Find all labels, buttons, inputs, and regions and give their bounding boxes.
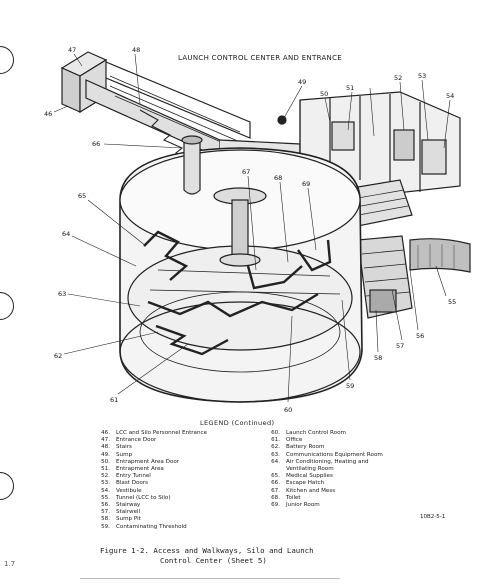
legend-item: 63.Communications Equipment Room: [271, 451, 383, 458]
legend-item: 66.Escape Hatch: [271, 480, 325, 487]
callout-69: 69: [302, 180, 310, 188]
callout-56: 56: [416, 332, 424, 340]
callout-54: 54: [446, 92, 454, 100]
binder-hole: [0, 472, 14, 500]
callout-49: 49: [298, 78, 306, 86]
page-edge-mark: [80, 578, 340, 579]
legend-item: 68.Toilet: [271, 494, 301, 501]
caption-line-2: Control Center (Sheet 5): [160, 556, 267, 565]
lcc-cutaway-diagram: 47 48 46 49 50 51 52 53 54 66 67 68 69 6…: [44, 46, 471, 414]
legend-item: 52.Entry Tunnel: [101, 473, 151, 480]
callout-67: 67: [242, 168, 250, 176]
callout-63: 63: [58, 290, 66, 298]
legend-item: 64.Air Conditioning, Heating and: [271, 458, 369, 465]
diagram-title: LAUNCH CONTROL CENTER AND ENTRANCE: [177, 54, 343, 62]
callout-60: 60: [284, 406, 292, 414]
legend-item: 55.Tunnel (LCC to Silo): [101, 494, 171, 501]
legend-item: 67.Kitchen and Mess: [271, 487, 336, 494]
binder-hole: [0, 46, 14, 74]
legend-item: 60.Launch Control Room: [271, 430, 346, 436]
legend-item: 58.Sump Pit: [101, 516, 141, 523]
sheet-code: 10B2-5-1: [420, 514, 446, 520]
legend-item: Ventilating Room: [286, 466, 334, 473]
legend-title: LEGEND (Continued): [200, 419, 275, 427]
launch-control-center-capsule: [119, 135, 363, 403]
callout-47: 47: [68, 46, 76, 54]
callout-59: 59: [346, 382, 354, 390]
legend-item: 53.Blast Doors: [101, 480, 149, 487]
caption-line-1: Figure 1-2. Access and Walkways, Silo an…: [100, 546, 314, 555]
callout-62: 62: [54, 352, 62, 360]
legend-item: 51.Entrapment Area: [101, 466, 164, 473]
lcc-silo-tunnel: [357, 235, 471, 319]
callout-55: 55: [448, 298, 456, 306]
legend-item: 56.Stairway: [101, 502, 141, 509]
legend-left-column: 46.LCC and Silo Personnel Entrance 47.En…: [92, 430, 207, 531]
legend-item: 54.Vestibule: [101, 487, 142, 494]
callout-57: 57: [396, 342, 404, 350]
callout-58: 58: [374, 354, 382, 362]
legend-item: 48.Stairs: [101, 444, 132, 451]
corner-mark: 1.7: [4, 560, 16, 568]
callout-66: 66: [92, 140, 100, 148]
legend-item: 65.Medical Supplies: [271, 473, 333, 480]
binder-hole: [0, 292, 14, 320]
figure-caption: Figure 1-2. Access and Walkways, Silo an…: [100, 546, 314, 566]
callout-48: 48: [132, 46, 140, 54]
callout-50: 50: [320, 90, 328, 98]
callout-53: 53: [418, 72, 426, 80]
callout-52: 52: [394, 74, 402, 82]
legend-item: 47.Entrance Door: [101, 437, 157, 444]
callout-65: 65: [78, 192, 86, 200]
callout-61: 61: [110, 396, 118, 404]
legend-item: 61.Office: [271, 437, 303, 444]
callout-68: 68: [274, 174, 282, 182]
legend-item: 46.LCC and Silo Personnel Entrance: [101, 430, 208, 436]
legend-right-column: 60.Launch Control Room 61.Office 62.Batt…: [262, 430, 383, 509]
legend-item: 69.Junior Room: [271, 502, 320, 509]
legend-item: 57.Stairwell: [101, 509, 141, 516]
callout-64: 64: [62, 230, 70, 238]
legend-item: 50.Entrapment Area Door: [101, 458, 180, 465]
callout-46: 46: [44, 110, 52, 118]
callout-51: 51: [346, 84, 354, 92]
legend-item: 62.Battery Room: [271, 444, 325, 451]
legend-item: 59.Contaminating Threshold: [101, 523, 187, 530]
legend-item: 49.Sump: [101, 451, 133, 458]
